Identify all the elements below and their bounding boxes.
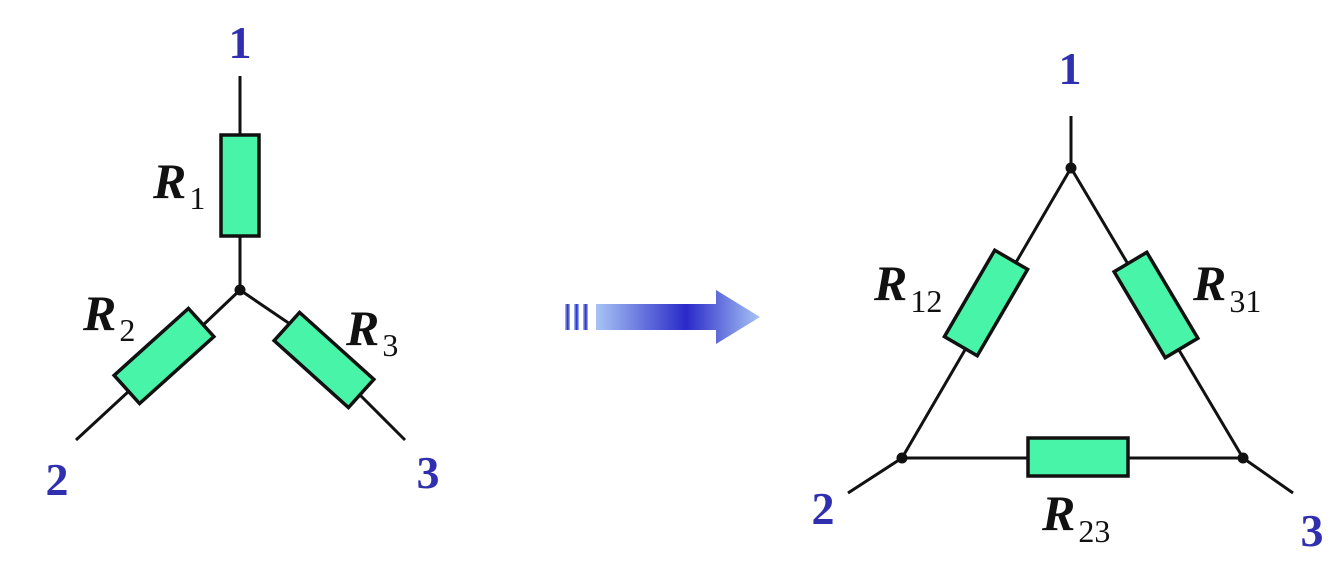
delta-resistor-r12 [942,247,1030,359]
delta-label-r12: R12 [873,255,942,319]
delta-terminal-3-label: 3 [1301,505,1324,556]
wye-terminal-3-label: 3 [417,447,440,498]
wye-resistor-r1 [219,133,261,238]
arrow-tail-dash-3 [583,304,588,330]
wye-label-r1-symbol: R [152,153,186,209]
delta-terminal-1-label: 1 [1059,43,1082,94]
delta-label-r31: R31 [1192,255,1261,319]
delta-label-r31-subscript: 31 [1229,283,1261,319]
delta-resistor-r23 [1026,436,1130,478]
wye-label-r3-subscript: 3 [382,327,398,363]
wye-wire-2-outer [74,390,130,442]
wye-center-node [234,284,246,296]
delta-label-r23-subscript: 23 [1078,513,1110,549]
wye-wire-3-inner [239,288,291,326]
wye-label-r2: R2 [82,285,135,348]
delta-node-1 [1065,162,1077,174]
arrow-body [596,290,760,344]
wye-wire-2-inner [198,288,242,330]
delta-terminal-2-label: 2 [812,483,835,534]
delta-node-3 [1237,452,1249,464]
wye-label-r3-symbol: R [345,300,379,356]
delta-resistor-r31 [1111,249,1201,361]
wye-terminal-1-label: 1 [229,17,252,68]
wye-terminal-2-label: 2 [46,454,69,505]
arrow-tail-dash-2 [574,304,579,330]
arrow-tail-dash-1 [565,304,570,330]
wye-label-r2-symbol: R [82,285,116,341]
delta-label-r12-subscript: 12 [910,283,942,319]
wye-label-r1-subscript: 1 [189,180,205,216]
delta-label-r12-symbol: R [873,255,907,311]
delta-label-r23: R23 [1041,485,1110,549]
wye-resistor-r2 [111,305,217,407]
wye-wire-3-outer [357,392,407,442]
right-arrow-icon [565,290,760,344]
delta-lead-3 [1242,456,1294,495]
wye-label-r2-subscript: 2 [119,312,135,348]
wye-label-r1: R1 [152,153,205,216]
delta-node-2 [896,452,908,464]
wye-label-r3: R3 [345,300,398,363]
delta-lead-2 [847,456,903,495]
delta-label-r23-symbol: R [1041,485,1075,541]
delta-label-r31-symbol: R [1192,255,1226,311]
delta-network: 1 2 3 R12 R31 R23 [812,43,1324,556]
wye-resistor-r3 [271,309,377,411]
wye-network: 1 2 3 R1 R2 R3 [46,17,440,505]
